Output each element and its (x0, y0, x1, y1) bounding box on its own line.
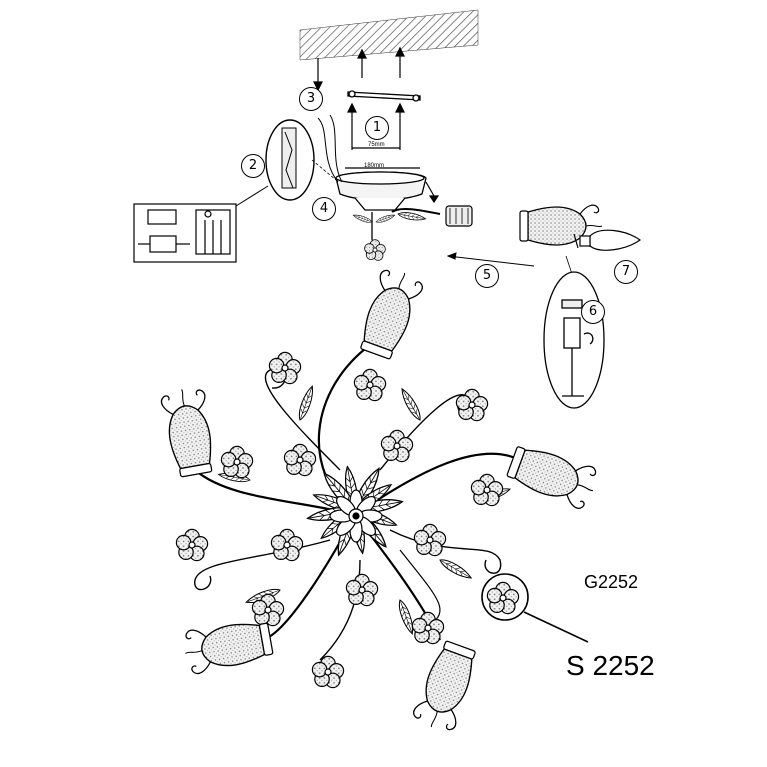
step-marker-1: 1 (365, 116, 389, 140)
step-marker-2: 2 (241, 154, 265, 178)
center-rosette (329, 489, 383, 543)
canopy-diameter-label: 180mm (364, 163, 385, 169)
shade-mount-arrow (446, 252, 535, 267)
supply-wires (317, 117, 339, 183)
step-marker-4: 4 (312, 197, 336, 221)
bracket-arrows (347, 102, 405, 150)
arm-assembly (391, 181, 473, 227)
terminal-block-detail (133, 203, 237, 263)
step-marker-3: 3 (299, 87, 323, 111)
ceiling (299, 9, 479, 61)
wire-detail-magnifier (235, 119, 337, 207)
step-marker-5: 5 (475, 264, 499, 288)
mounting-bracket (347, 90, 421, 102)
canopy (335, 167, 427, 261)
step-marker-7: 7 (614, 260, 638, 284)
part-code-label: S 2252 (566, 650, 655, 681)
mount-spacing-label: 75mm (368, 142, 385, 148)
part-callout (481, 573, 589, 643)
step-marker-6: 6 (581, 300, 605, 324)
socket-detail-magnifier (543, 255, 605, 409)
mounting-screws (313, 46, 405, 92)
model-code-label: G2252 (584, 572, 639, 592)
bulb (573, 229, 642, 251)
